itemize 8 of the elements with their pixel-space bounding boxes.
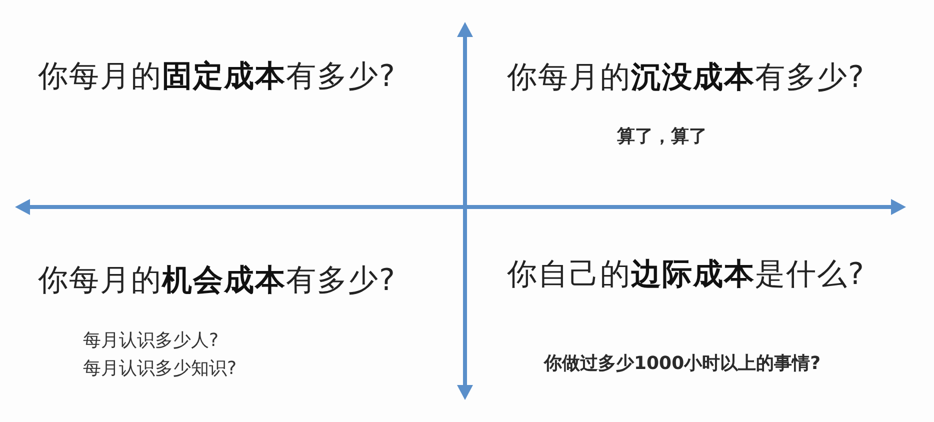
sub-question: 每月认识多少知识? [83, 359, 237, 380]
quadrant-question: 你每月的固定成本有多少? [38, 60, 396, 94]
quadrant-question: 你每月的沉没成本有多少? [507, 61, 865, 96]
answer-note: 算了，算了 [617, 127, 707, 148]
sub-question: 你做过多少1000小时以上的事情? [544, 354, 821, 375]
quadrant-question: 你自己的边际成本是什么? [507, 258, 865, 292]
quadrant-question: 你每月的机会成本有多少? [38, 264, 396, 298]
sub-question: 每月认识多少人? [83, 331, 219, 352]
